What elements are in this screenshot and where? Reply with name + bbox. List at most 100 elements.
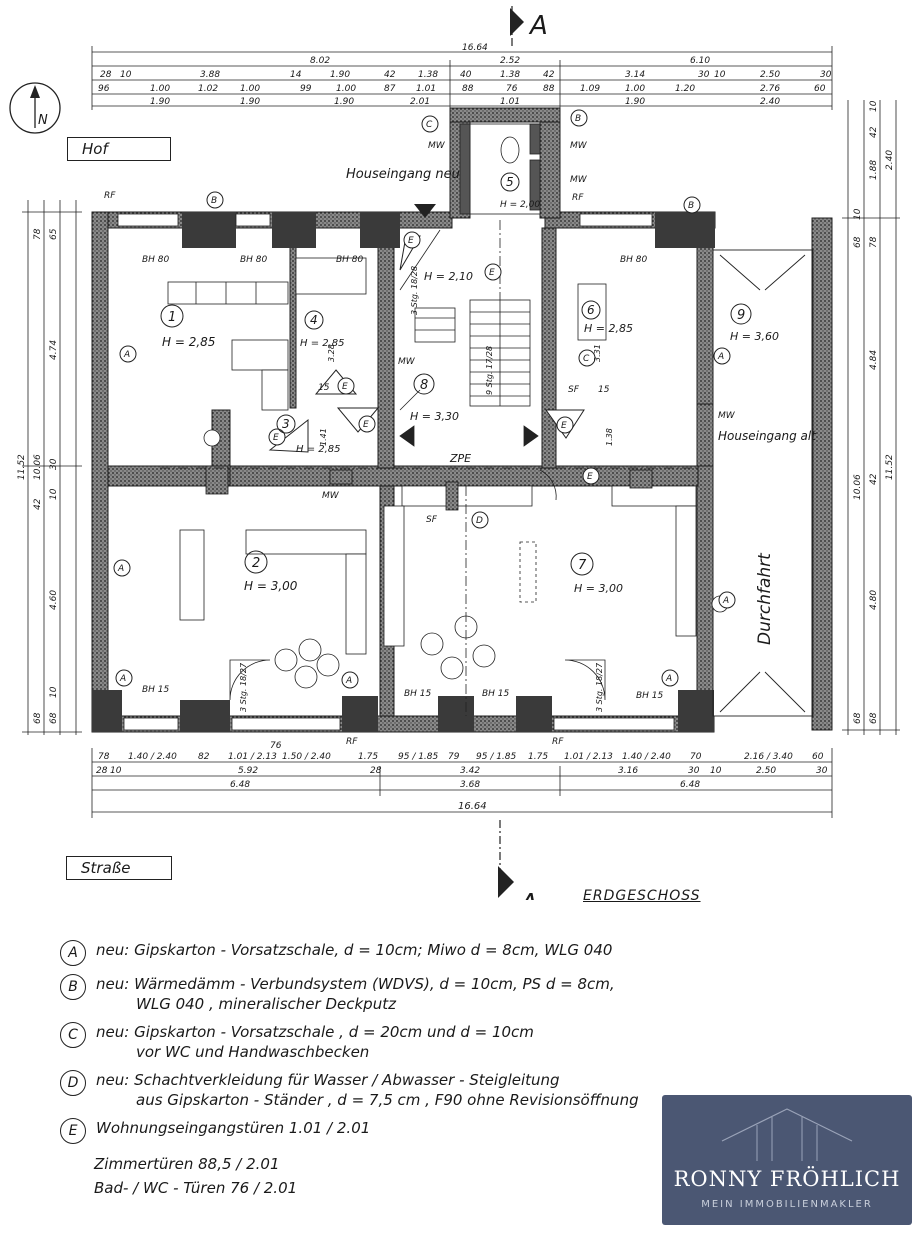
svg-text:1.75: 1.75 (358, 752, 378, 762)
svg-text:1.75: 1.75 (528, 752, 548, 762)
svg-text:B: B (575, 114, 581, 124)
svg-text:A: A (665, 674, 672, 684)
top-dim-r4-5: 1.90 (625, 97, 645, 107)
stair-annotations: 3 Stg. 18/28 9 Stg. 17/28 3 Stg. 18/27 3… (239, 266, 614, 712)
driveway-label: Durchfahrt (755, 552, 775, 645)
svg-text:1.50 / 2.40: 1.50 / 2.40 (282, 752, 331, 762)
left-dim-text: 78 65 4.74 11.52 10.06 30 10 42 4.60 10 … (17, 228, 59, 724)
room-7-number: 7 (578, 558, 587, 573)
left-dimensions (22, 200, 82, 735)
svg-text:SF: SF (568, 385, 580, 395)
svg-text:A: A (345, 676, 352, 686)
overall-width-top: 16.64 (462, 43, 488, 53)
svg-text:E: E (587, 472, 593, 482)
entrance-new-label: Houseingang neu (346, 167, 460, 182)
svg-text:MW: MW (718, 411, 736, 421)
top-dim-r2-5: 42 (384, 70, 396, 80)
svg-text:B: B (688, 201, 694, 211)
legend-b-line-1: neu: Wärmedämm - Verbundsystem (WDVS), d… (96, 975, 615, 993)
room-8-number: 8 (420, 378, 428, 393)
top-dim-r2-3: 14 (290, 70, 302, 80)
entrance-arrow (414, 204, 436, 218)
top-dim-r2-12: 10 (714, 70, 726, 80)
entrance-old-label: Houseingang alt (718, 429, 817, 443)
top-dim-r3-12: 1.00 (625, 84, 645, 94)
svg-text:5.92: 5.92 (238, 766, 258, 776)
top-dim-r2-7: 40 (460, 70, 472, 80)
legend-key-e: E (60, 1118, 86, 1144)
top-dim-r2-9: 42 (543, 70, 555, 80)
svg-text:4.74: 4.74 (49, 340, 59, 360)
svg-text:MW: MW (570, 175, 588, 185)
svg-text:78: 78 (98, 752, 110, 762)
section-letter-bottom: A (518, 889, 538, 900)
svg-text:A: A (119, 674, 126, 684)
top-dim-r3-1: 1.00 (150, 84, 170, 94)
svg-text:A: A (123, 350, 130, 360)
room-5-height: H = 2,00 (500, 200, 540, 210)
top-dim-r3-10: 88 (543, 84, 555, 94)
legend-e-line-1: Wohnungseingangstüren 1.01 / 2.01 (96, 1119, 371, 1137)
door-swings (229, 229, 606, 701)
svg-text:11.52: 11.52 (885, 454, 895, 480)
svg-text:30: 30 (49, 458, 59, 470)
svg-text:95 / 1.85: 95 / 1.85 (398, 752, 439, 762)
legend-c-line-2: vor WC und Handwaschbecken (136, 1043, 370, 1061)
svg-text:BH 80: BH 80 (336, 255, 364, 265)
right-dim-text: 10 42 1.88 2.40 10 68 78 4.84 10.06 11.5… (853, 100, 895, 724)
north-arrow: N (9, 82, 61, 134)
top-dimensions (91, 46, 833, 110)
legend-b-line-2: WLG 040 , mineralischer Deckputz (136, 995, 396, 1013)
svg-text:1.40 / 2.40: 1.40 / 2.40 (128, 752, 177, 762)
svg-text:RF: RF (572, 193, 584, 203)
svg-text:A: A (717, 352, 724, 362)
room-4-height: H = 2,85 (300, 338, 345, 349)
room-8-height: H = 3,30 (410, 410, 459, 423)
top-dim-r3-11: 1.09 (580, 84, 600, 94)
room-labels: 1 H = 2,85 2 H = 3,00 3 H = 2,85 4 H = 2… (160, 172, 779, 595)
stairs (399, 299, 539, 447)
svg-text:4.60: 4.60 (49, 590, 59, 610)
svg-text:RF: RF (552, 737, 564, 747)
svg-text:28: 28 (370, 766, 382, 776)
section-marker-bottom: A (498, 820, 538, 900)
svg-text:1.88: 1.88 (869, 160, 879, 180)
top-dim-r2-4: 1.90 (330, 70, 350, 80)
svg-text:RF: RF (104, 191, 116, 201)
furniture (167, 257, 729, 689)
room-4-number: 4 (310, 313, 318, 327)
svg-text:RF: RF (346, 737, 358, 747)
svg-text:C: C (583, 354, 590, 364)
svg-text:E: E (408, 236, 414, 246)
svg-text:10: 10 (49, 686, 59, 698)
top-dim-r4-2: 1.90 (334, 97, 354, 107)
top-dim-r4-6: 2.40 (760, 97, 780, 107)
svg-text:4.84: 4.84 (869, 350, 879, 370)
svg-text:MW: MW (322, 491, 340, 501)
svg-text:E: E (561, 421, 567, 431)
room-3-height: H = 2,85 (296, 444, 341, 455)
driveway (696, 249, 814, 717)
svg-text:4.80: 4.80 (869, 590, 879, 610)
top-dim-r2-2: 3.88 (200, 70, 220, 80)
top-dim-r3-4: 99 (300, 84, 312, 94)
svg-text:42: 42 (869, 126, 879, 138)
top-dim-1: 8.02 (310, 56, 330, 66)
svg-text:SF: SF (426, 515, 438, 525)
shafts (205, 465, 653, 511)
svg-text:9 Stg. 17/28: 9 Stg. 17/28 (485, 346, 494, 395)
top-dim-r3-0: 96 (98, 84, 110, 94)
svg-text:1.38: 1.38 (605, 428, 614, 446)
legend-item-b: B neu: Wärmedämm - Verbundsystem (WDVS),… (60, 974, 840, 1014)
brand-name: RONNY FRÖHLICH (673, 1167, 901, 1191)
legend-c-line-1: neu: Gipskarton - Vorsatzschale , d = 20… (96, 1023, 534, 1041)
svg-text:A: A (722, 596, 729, 606)
top-dim-r3-14: 2.76 (760, 84, 780, 94)
legend-key-c: C (60, 1022, 86, 1048)
svg-text:MW: MW (428, 141, 446, 151)
top-dim-r3-5: 1.00 (336, 84, 356, 94)
svg-text:78: 78 (33, 228, 43, 240)
legend-key-a: A (60, 940, 86, 966)
legend-item-e: E Wohnungseingangstüren 1.01 / 2.01 (60, 1118, 840, 1144)
